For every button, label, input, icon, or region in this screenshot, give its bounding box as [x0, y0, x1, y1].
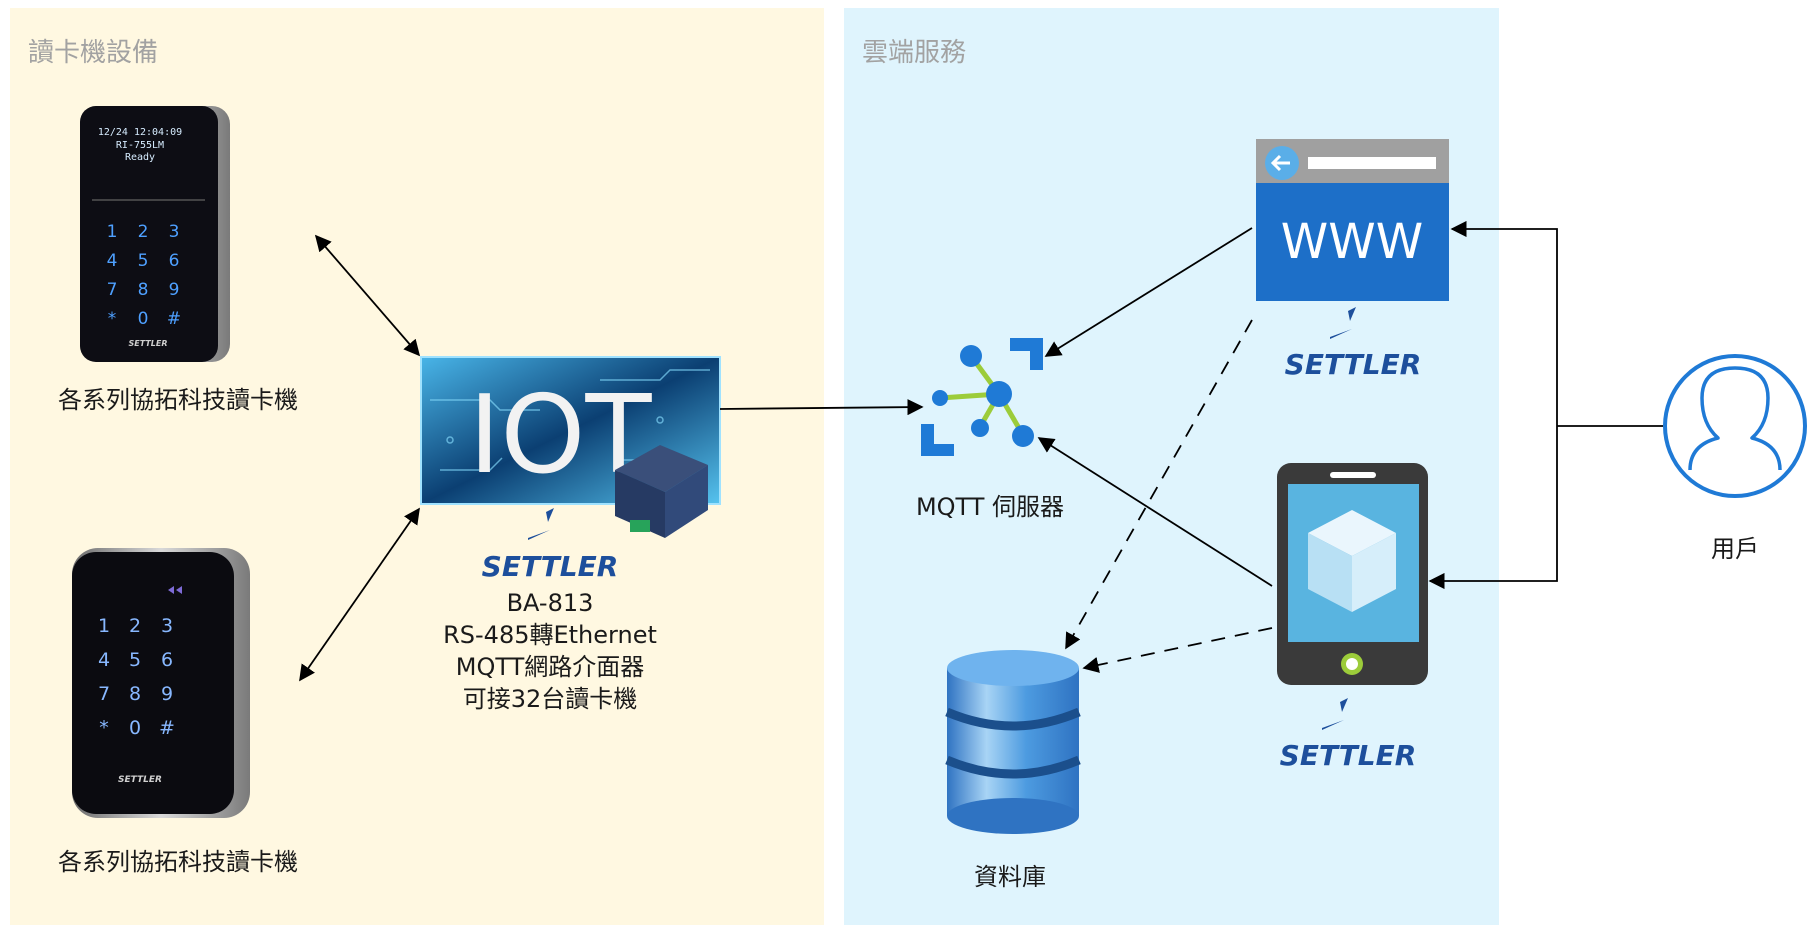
database-label: 資料庫	[974, 863, 1046, 891]
reader-bottom-keypad: 1 2 3 4 5 6 7 8 9 * 0 #	[98, 615, 175, 739]
svg-text:2: 2	[138, 222, 149, 242]
svg-text:5: 5	[138, 251, 149, 271]
settler-logo-iot: SETTLER	[482, 508, 619, 583]
edge-user-web	[1450, 220, 1558, 426]
svg-text:1: 1	[107, 222, 118, 242]
edge-web-mqtt	[1044, 227, 1253, 357]
svg-text:1: 1	[98, 615, 110, 637]
edge-mobile-database	[1082, 627, 1273, 673]
settler-text-iot: SETTLER	[482, 550, 619, 583]
reader-top-screen-line-1: 12/24 12:04:09	[98, 127, 182, 138]
database-icon	[945, 650, 1081, 834]
mobile-app-icon	[1277, 463, 1428, 685]
settler-text-web: SETTLER	[1285, 348, 1422, 381]
iot-capacity: 可接32台讀卡機	[462, 685, 638, 713]
svg-text:7: 7	[107, 280, 118, 300]
user-label: 用戶	[1711, 535, 1759, 563]
connectors	[299, 220, 1663, 682]
settler-text-mobile: SETTLER	[1280, 739, 1417, 772]
group-title-cloud-services: 雲端服務	[862, 38, 967, 68]
settler-logo-web: SETTLER	[1285, 307, 1422, 381]
reader-top-screen-line-2: RI-755LM	[116, 140, 164, 151]
svg-text:4: 4	[98, 649, 110, 671]
svg-text:3: 3	[161, 615, 173, 637]
web-app-icon: WWW	[1256, 139, 1449, 301]
svg-text:6: 6	[161, 649, 173, 671]
svg-text:7: 7	[98, 683, 110, 705]
svg-text:8: 8	[129, 683, 141, 705]
svg-text:#: #	[167, 309, 181, 329]
edge-reader-bottom-iot	[299, 507, 420, 682]
svg-text:5: 5	[129, 649, 141, 671]
reader-top-keypad: 1 2 3 4 5 6 7 8 9 * 0 #	[107, 222, 182, 329]
group-title-reader-devices: 讀卡機設備	[28, 38, 159, 68]
www-text: WWW	[1281, 214, 1423, 270]
card-reader-bottom: 1 2 3 4 5 6 7 8 9 * 0 # SETTLER	[72, 548, 250, 818]
edge-iot-mqtt	[719, 399, 924, 416]
reader-top-brand: SETTLER	[128, 339, 167, 348]
mqtt-server-icon	[921, 338, 1043, 456]
iot-type: MQTT網路介面器	[455, 653, 645, 681]
svg-text:8: 8	[138, 280, 149, 300]
svg-text:*: *	[108, 309, 117, 329]
svg-text:2: 2	[129, 615, 141, 637]
svg-text:6: 6	[169, 251, 180, 271]
reader-bottom-brand: SETTLER	[118, 775, 162, 785]
iot-model: BA-813	[506, 589, 594, 617]
edge-reader-top-iot	[314, 234, 421, 357]
reader-top-screen-line-3: Ready	[125, 152, 155, 163]
card-reader-top: 12/24 12:04:09 RI-755LM Ready 1 2 3 4 5 …	[80, 106, 230, 362]
svg-text:4: 4	[107, 251, 118, 271]
svg-text:3: 3	[169, 222, 180, 242]
reader-bottom-label: 各系列協拓科技讀卡機	[58, 848, 298, 876]
svg-text:9: 9	[161, 683, 173, 705]
svg-text:9: 9	[169, 280, 180, 300]
ba813-hardware-icon	[615, 445, 708, 538]
iot-device-image: IOT	[420, 356, 721, 538]
user-icon	[1663, 354, 1807, 498]
mqtt-server-label: MQTT 伺服器	[915, 493, 1065, 521]
svg-text:*: *	[99, 717, 109, 739]
reader-top-label: 各系列協拓科技讀卡機	[58, 386, 298, 414]
iot-description: BA-813 RS-485轉Ethernet MQTT網路介面器 可接32台讀卡…	[430, 587, 670, 715]
svg-text:0: 0	[129, 717, 141, 739]
iot-interface: RS-485轉Ethernet	[443, 621, 657, 649]
svg-text:0: 0	[138, 309, 149, 329]
settler-logo-mobile: SETTLER	[1280, 698, 1417, 772]
edge-web-database	[1065, 319, 1253, 650]
edge-user-mobile	[1428, 426, 1558, 590]
edge-mobile-mqtt	[1037, 437, 1273, 587]
svg-text:#: #	[159, 717, 175, 739]
